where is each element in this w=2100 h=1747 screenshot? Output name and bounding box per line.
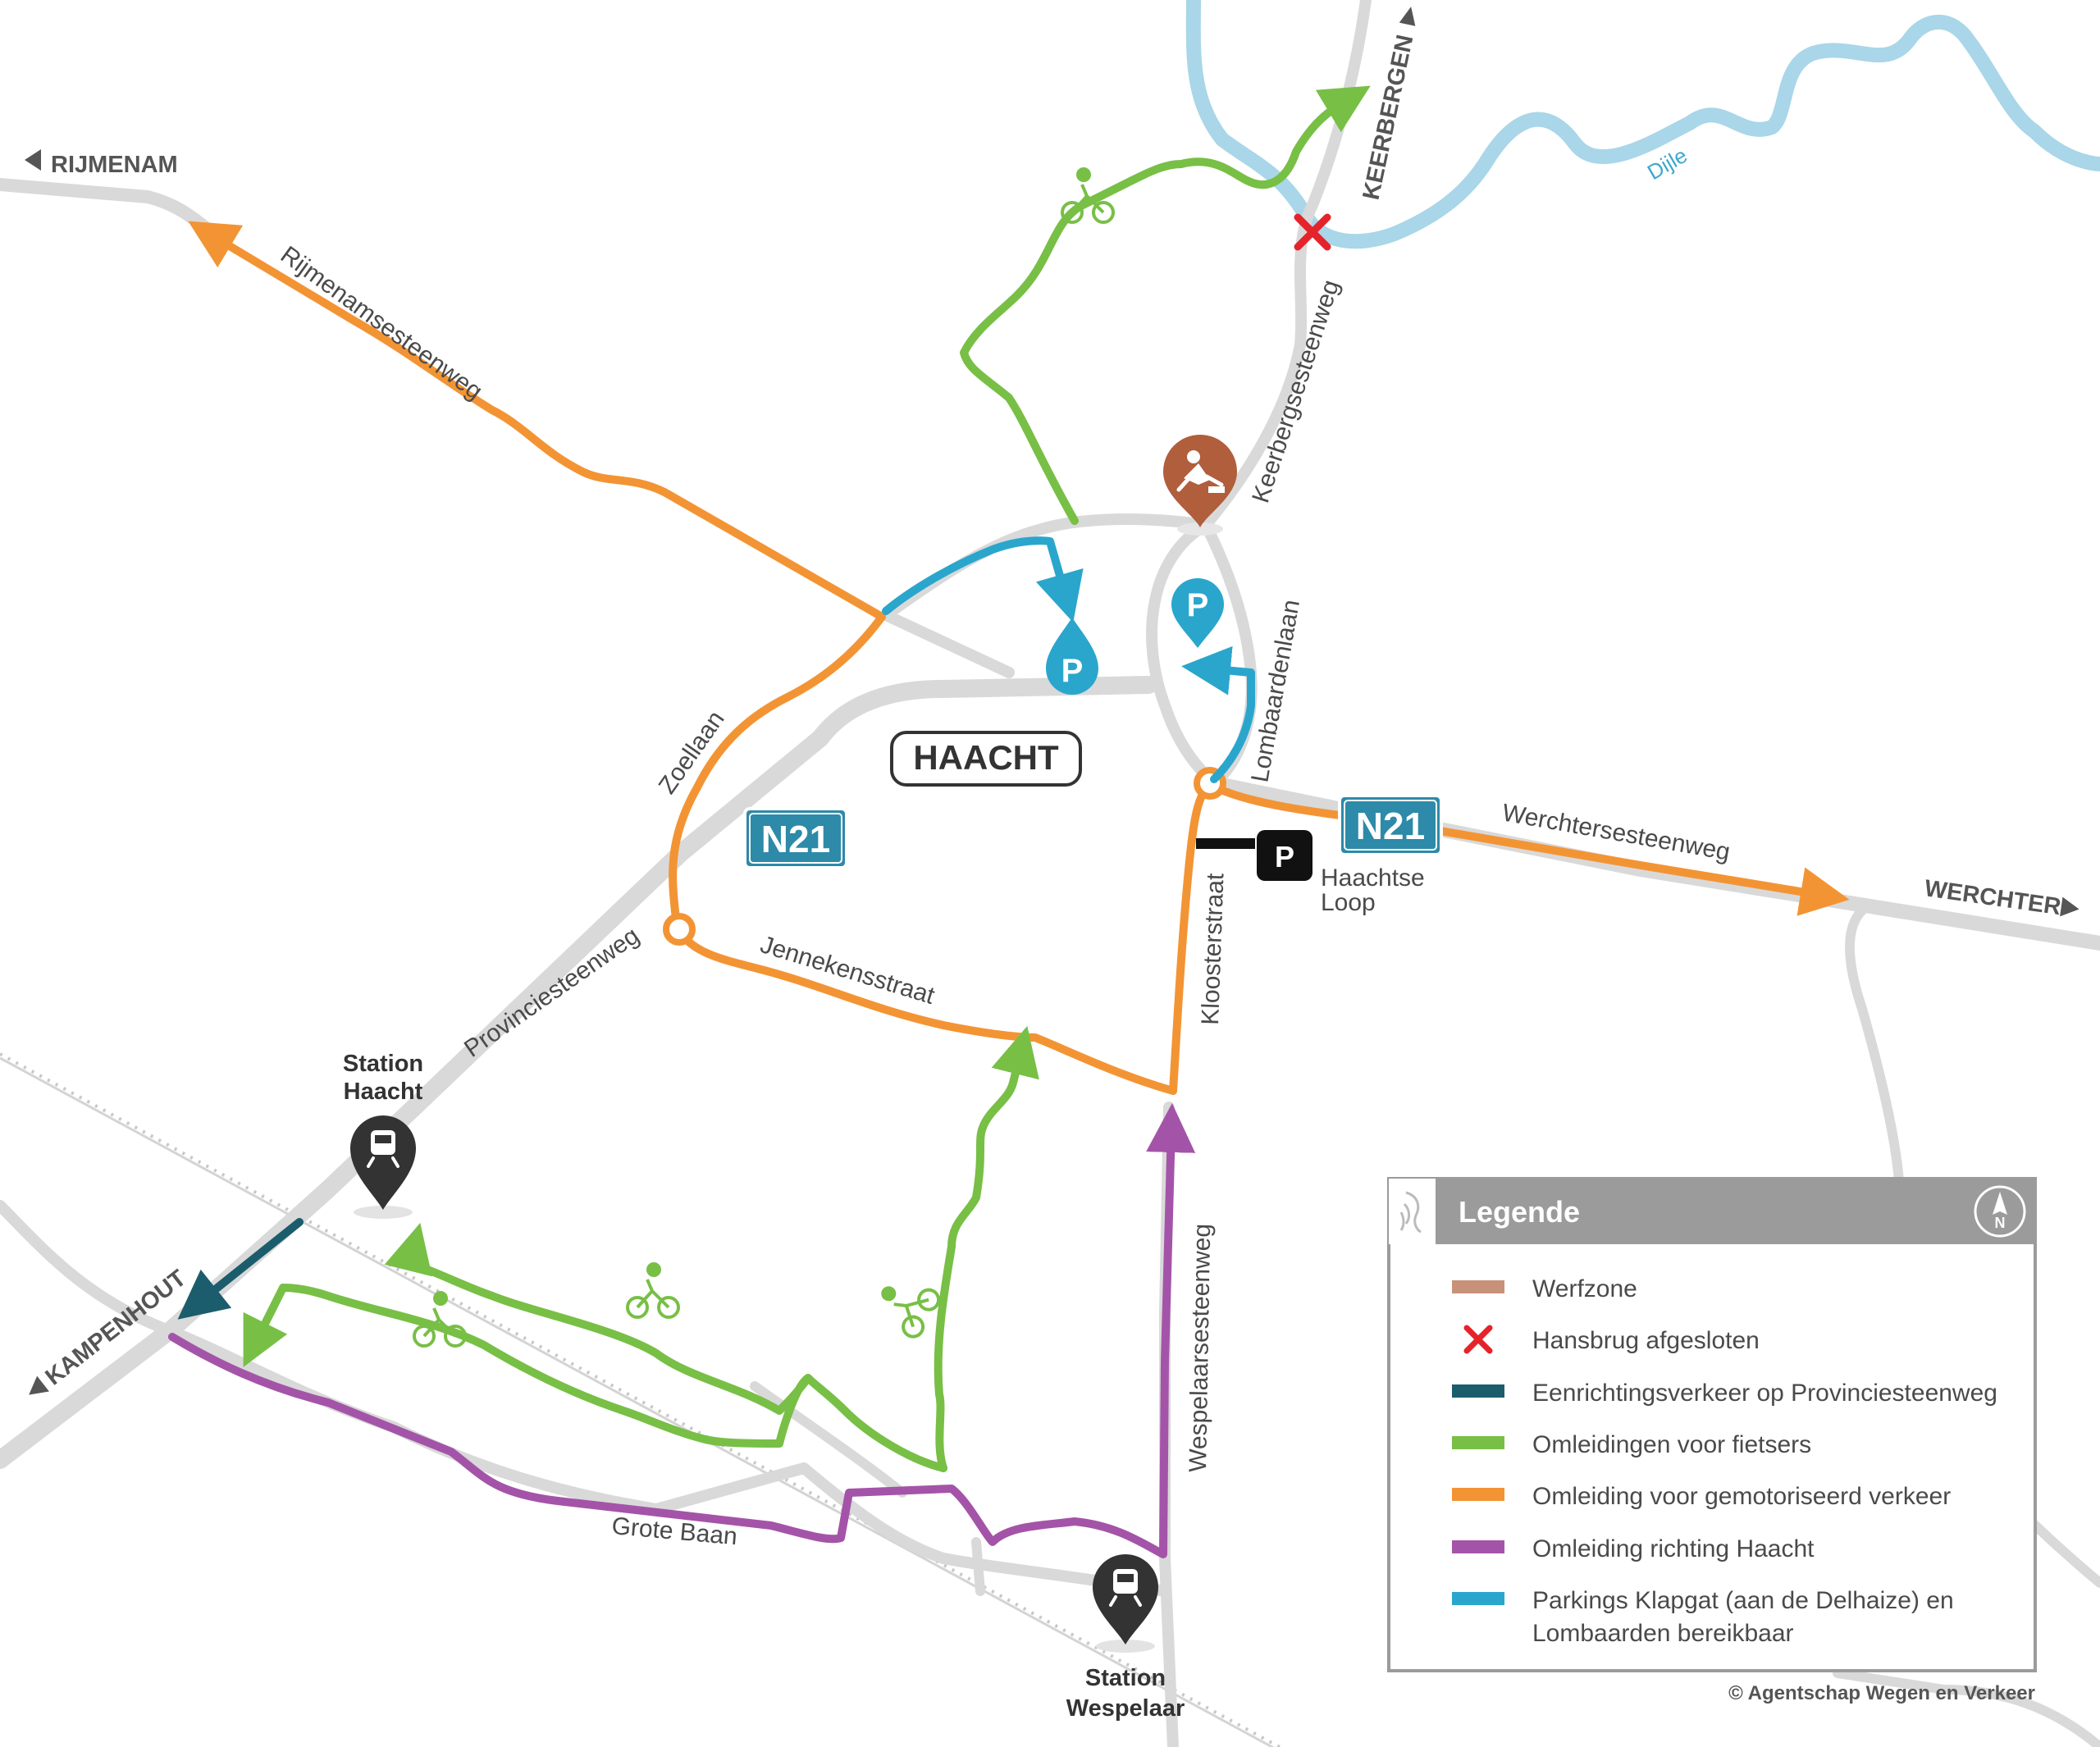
town-label-box bbox=[890, 731, 1082, 787]
legend-swatch-parking bbox=[1452, 1592, 1504, 1605]
legend-label-line2: Lombaarden bereikbaar bbox=[1532, 1620, 1794, 1647]
street-rijmenamsesteenweg: Rijmenamsesteenweg bbox=[276, 241, 487, 405]
station-wespelaar-label-2: Wespelaar bbox=[1066, 1695, 1185, 1722]
legend-item: Werfzone bbox=[1452, 1275, 1637, 1302]
compass-north-icon: N bbox=[1974, 1185, 2026, 1238]
bicycle-icon bbox=[1061, 167, 1115, 224]
legend-label: Omleiding richting Haacht bbox=[1532, 1535, 1815, 1562]
legend-item: Hansbrug afgesloten bbox=[1463, 1325, 1760, 1354]
legend-item: Omleiding voor gemotoriseerd verkeer bbox=[1452, 1483, 1951, 1510]
legend-label: Omleidingen voor fietsers bbox=[1532, 1431, 1811, 1458]
legend-swatch-worksite bbox=[1452, 1280, 1504, 1293]
legend-label: Parkings Klapgat (aan de Delhaize) en bbox=[1532, 1587, 1954, 1614]
parking-haachtse-loop-symbol: P bbox=[1275, 840, 1294, 874]
parking-lombaarden-symbol: P bbox=[1187, 587, 1209, 623]
town-label: HAACHT bbox=[913, 738, 1059, 777]
legend-panel: Legende N Werfzone Hansbrug afgesloten E… bbox=[1387, 1177, 2037, 1672]
legend-label: Eenrichtingsverkeer op Provinciesteenweg bbox=[1532, 1380, 1997, 1407]
parking-haachtse-loop-label-2: Loop bbox=[1321, 889, 1376, 916]
closed-bridge-legend-icon bbox=[1463, 1325, 1493, 1354]
roundabout-provinciesteenweg bbox=[663, 913, 696, 946]
legend-item: Omleiding richting Haacht bbox=[1452, 1535, 1815, 1562]
legend-item: Parkings Klapgat (aan de Delhaize) en Lo… bbox=[1452, 1587, 1954, 1647]
compass-label: N bbox=[1995, 1215, 2006, 1231]
railway bbox=[0, 1052, 1281, 1747]
direction-arrow-icon bbox=[1399, 7, 1416, 26]
street-werchtersesteenweg: Werchtersesteenweg bbox=[1500, 799, 1732, 865]
legend-label: Omleiding voor gemotoriseerd verkeer bbox=[1532, 1483, 1951, 1510]
closed-bridge-icon bbox=[1294, 213, 1331, 251]
station-haacht-label-1: Station bbox=[343, 1051, 423, 1077]
street-wespelaarsesteenweg: Wespelaarsesteenweg bbox=[1185, 1224, 1216, 1472]
direction-arrow-icon bbox=[29, 1375, 49, 1395]
direction-keerbergen: KEERBERGEN bbox=[1358, 7, 1419, 203]
road-shield-n21-west-label: N21 bbox=[761, 818, 830, 860]
route-parking bbox=[882, 536, 1255, 783]
direction-rijmenam: RIJMENAM bbox=[25, 149, 178, 178]
worksite-marker-icon bbox=[1163, 435, 1237, 536]
route-purple-detour bbox=[168, 1103, 1196, 1558]
route-cyclists bbox=[243, 85, 1371, 1472]
station-haacht-label-2: Haacht bbox=[344, 1079, 423, 1105]
station-wespelaar-label-1: Station bbox=[1085, 1665, 1166, 1691]
direction-arrow-icon bbox=[2060, 896, 2079, 917]
direction-arrow-icon bbox=[25, 149, 41, 171]
direction-keerbergen-label: KEERBERGEN bbox=[1358, 33, 1419, 203]
river-dijle bbox=[1185, 0, 2100, 249]
bicycle-icon bbox=[626, 1262, 680, 1319]
parking-haachtse-loop-label-1: Haachtse bbox=[1321, 864, 1425, 892]
route-one-way-provinciesteenweg bbox=[177, 1218, 304, 1320]
parking-klapgat-symbol: P bbox=[1061, 653, 1084, 689]
legend-label: Werfzone bbox=[1532, 1275, 1637, 1302]
bicycle-icon bbox=[413, 1291, 467, 1348]
legend-swatch-motorized bbox=[1452, 1488, 1504, 1501]
copyright: © Agentschap Wegen en Verkeer bbox=[1728, 1682, 2035, 1704]
road-shield-n21-east-label: N21 bbox=[1356, 805, 1425, 847]
parking-haachtse-loop: P Haachtse Loop bbox=[1196, 830, 1425, 916]
road-shield-n21-east: N21 bbox=[1338, 794, 1443, 856]
parking-lombaarden-icon: P bbox=[1171, 578, 1224, 648]
legend-swatch-cyclists bbox=[1452, 1436, 1504, 1449]
station-wespelaar-icon bbox=[1093, 1554, 1158, 1653]
legend-swatch-haacht bbox=[1452, 1540, 1504, 1553]
legend-swatch-one-way bbox=[1452, 1384, 1504, 1398]
legend-label: Hansbrug afgesloten bbox=[1532, 1327, 1760, 1354]
street-kloosterstraat: Kloosterstraat bbox=[1197, 872, 1229, 1025]
flanders-lion-icon bbox=[1399, 1191, 1422, 1234]
railway-line bbox=[0, 1056, 1275, 1747]
road-shield-n21-west: N21 bbox=[743, 807, 848, 869]
route-motorized-detour bbox=[188, 221, 1850, 1095]
legend-item: Omleidingen voor fietsers bbox=[1452, 1431, 1811, 1458]
legend-item: Eenrichtingsverkeer op Provinciesteenweg bbox=[1452, 1380, 1997, 1407]
street-provinciesteenweg: Provinciesteenweg bbox=[459, 922, 644, 1062]
bicycle-icon bbox=[881, 1286, 941, 1339]
legend-title: Legende bbox=[1459, 1195, 1580, 1229]
direction-rijmenam-label: RIJMENAM bbox=[51, 152, 178, 178]
parking-klapgat-icon: P bbox=[1046, 618, 1098, 695]
station-haacht-icon bbox=[350, 1115, 416, 1219]
